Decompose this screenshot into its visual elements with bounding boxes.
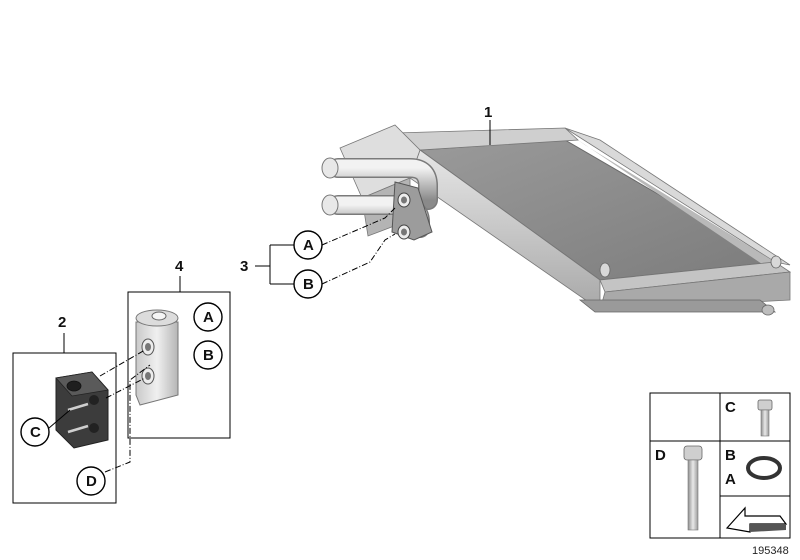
circle-b-valve	[193, 340, 223, 370]
legend-a: A	[725, 471, 736, 488]
legend-b: B	[725, 447, 736, 464]
expansion-valve	[135, 309, 179, 406]
gasket	[55, 371, 109, 449]
circle-b-core-label: B	[303, 276, 314, 293]
callout-2: 2	[58, 314, 66, 331]
circle-d-gasket-label: D	[86, 473, 97, 490]
legend-d: D	[655, 447, 666, 464]
callout-1: 1	[484, 104, 492, 121]
valve-frame	[127, 291, 231, 439]
heater-core	[321, 124, 792, 316]
circle-a-valve-label: A	[203, 309, 214, 326]
circle-c-gasket	[20, 417, 50, 447]
callout-3: 3	[240, 258, 248, 275]
legend-c: C	[725, 399, 736, 416]
arrow-icon	[725, 506, 788, 533]
circle-c-gasket-label: C	[30, 424, 41, 441]
callout-4: 4	[175, 258, 184, 275]
reference-number: 195348	[752, 545, 789, 557]
legend-table	[649, 392, 791, 539]
circle-d-gasket	[76, 466, 106, 496]
circle-a-core-label: A	[303, 237, 314, 254]
bolt-d-icon	[683, 445, 703, 531]
gasket-frame	[12, 352, 117, 504]
circle-b-valve-label: B	[203, 347, 214, 364]
screw-c-icon	[757, 399, 773, 437]
circle-a-valve	[193, 302, 223, 332]
o-ring-icon	[746, 456, 782, 480]
